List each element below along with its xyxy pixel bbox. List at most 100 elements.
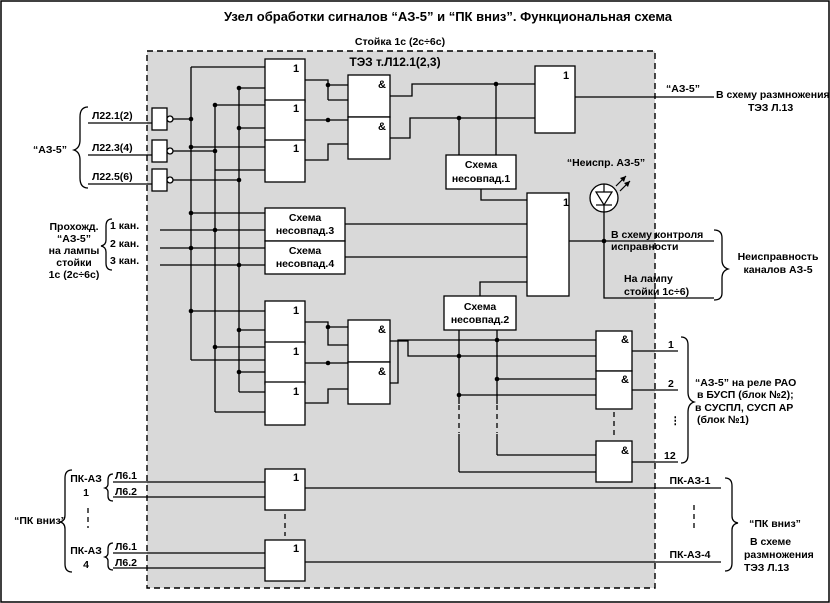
to-lamp-line2: стойки 1с÷6): [624, 286, 689, 298]
or-symbol-l1: 1: [293, 305, 299, 317]
pk1-l6-2: Л6.2: [115, 486, 137, 498]
pk4-l6-1: Л6.1: [115, 541, 137, 553]
junction: [212, 102, 218, 108]
pk-multiply-line2: размножения: [744, 549, 814, 561]
input-buffer-2: [151, 139, 168, 163]
land-out-1: [390, 340, 596, 357]
or-symbol-u1: 1: [293, 63, 299, 75]
mismatch-block-4: [264, 240, 346, 275]
relay-desc-line3: в СУСПЛ, СУСП АР: [695, 402, 793, 414]
land-in-3: [327, 327, 348, 346]
or-symbol-l3: 1: [293, 386, 299, 398]
junction: [456, 353, 462, 359]
or-symbol-pk4: 1: [293, 543, 299, 555]
relay-desc-line4: (блок №1): [697, 414, 749, 426]
health-check-line1: В схему контроля: [611, 229, 703, 241]
or-gate-u3: [264, 139, 306, 183]
mismatch-block-1: [445, 154, 517, 190]
and-gate-relay-12: [595, 440, 633, 483]
or-gate-u1: [264, 58, 306, 103]
junction: [212, 227, 218, 233]
or-symbol-u2: 1: [293, 103, 299, 115]
junction: [325, 82, 331, 88]
relay-desc-line1: “АЗ-5” на реле РАО: [695, 377, 796, 389]
junction: [236, 369, 242, 375]
relay-num-12: 12: [664, 450, 676, 462]
relay-desc-line2: в БУСП (блок №2);: [697, 389, 794, 401]
pk-az1-line1: ПК-АЗ: [70, 473, 102, 485]
or-symbol-l2: 1: [293, 346, 299, 358]
pass-line2: “АЗ-5”: [57, 233, 91, 245]
pass-line1: Прохожд.: [50, 221, 99, 233]
az5-output-label: “АЗ-5”: [666, 83, 700, 95]
l22-5-label: Л22.5(6): [92, 171, 133, 183]
inversion-circle-3: [166, 176, 174, 184]
mm1-out: [480, 189, 527, 201]
input-buffer-3: [151, 168, 168, 192]
pk-out-brace: [724, 477, 739, 572]
junction: [325, 360, 331, 366]
pass-line5: 1с (2с÷6с): [49, 269, 100, 281]
and-symbol-relay-1: &: [621, 334, 629, 346]
mismatch-3-line2: несовпад.3: [276, 225, 335, 237]
led-diode-icon: [589, 183, 619, 213]
or-symbol-center: 1: [563, 197, 569, 209]
health-check-line2: исправности: [611, 241, 678, 253]
or-gate-center: [526, 192, 570, 297]
and-symbol-l2: &: [378, 366, 386, 378]
uand-out-2: [390, 117, 535, 139]
or-symbol-top: 1: [563, 70, 569, 82]
mismatch-4-line1: Схема: [289, 245, 321, 257]
inversion-circle-1: [166, 115, 174, 123]
input-buffer-1: [151, 107, 168, 131]
mismatch-2-line2: несовпад.2: [451, 314, 510, 326]
junction: [188, 308, 194, 314]
junction: [236, 125, 242, 131]
rack-region: [146, 50, 656, 589]
junction: [325, 324, 331, 330]
relay-brace: [680, 336, 697, 464]
pk4-small-brace: [102, 542, 114, 571]
relay-num-1: 1: [668, 339, 674, 351]
and-symbol-l1: &: [378, 324, 386, 336]
az5-input-label: “АЗ-5”: [33, 144, 67, 156]
rack-label: Стойка 1с (2с÷6с): [355, 36, 445, 48]
junction: [325, 117, 331, 123]
light-rays-icon: [615, 175, 631, 192]
pk-down-brace: [59, 469, 73, 573]
pk-az1-output-label: ПК-АЗ-1: [670, 475, 711, 487]
relay-num-2: 2: [668, 378, 674, 390]
lamp-branch: [603, 241, 714, 299]
and-gate-l2: [347, 361, 391, 405]
and-symbol-relay-12: &: [621, 445, 629, 457]
pk-az1-line2: 1: [83, 487, 89, 499]
diagram-title: Узел обработки сигналов “АЗ-5” и “ПК вни…: [224, 9, 673, 24]
pk-down-label: “ПК вниз”: [14, 515, 66, 527]
to-lamp-line1: На лампу: [624, 273, 673, 285]
and-symbol-u2: &: [378, 121, 386, 133]
pk1-small-brace: [102, 473, 114, 502]
junction: [236, 262, 242, 268]
or-symbol-u3: 1: [293, 143, 299, 155]
pk1-l6-1: Л6.1: [115, 470, 137, 482]
junction: [456, 392, 462, 398]
pk-multiply-line3: ТЭЗ Л.13: [744, 562, 789, 574]
l22-3-label: Л22.3(4): [92, 142, 133, 154]
junction: [188, 210, 194, 216]
pk-az4-line1: ПК-АЗ: [70, 545, 102, 557]
junction: [236, 85, 242, 91]
junction: [236, 327, 242, 333]
fault-channels-line1: Неисправность: [738, 251, 819, 263]
pk-multiply-line1: В схеме: [750, 536, 791, 548]
fault-lamp-label: “Неиспр. АЗ-5”: [567, 157, 645, 169]
mismatch-1-line1: Схема: [465, 159, 497, 171]
land-in-1: [305, 321, 348, 328]
mismatch-3-line1: Схема: [289, 212, 321, 224]
or-symbol-pk1: 1: [293, 472, 299, 484]
junction: [494, 376, 500, 382]
pk-az4-line2: 4: [83, 559, 89, 571]
channel-2-label: 2 кан.: [110, 238, 139, 250]
uand-in-1: [305, 79, 348, 86]
